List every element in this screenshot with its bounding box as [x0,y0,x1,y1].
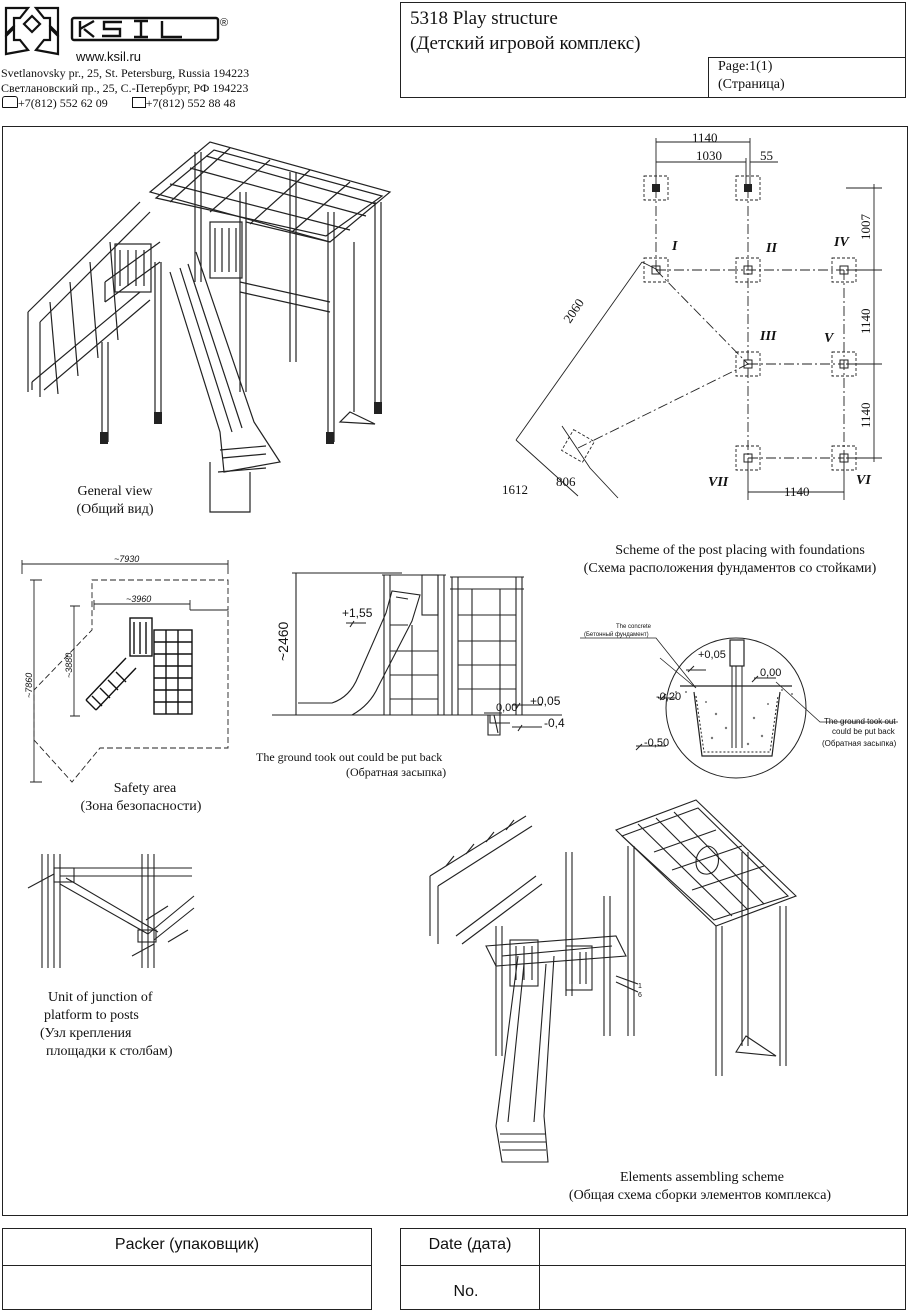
dim-diagonal: 2060 [560,296,587,326]
dim-right-mid: 1140 [858,308,873,334]
dim-top-offset: 55 [760,148,773,163]
dim-right-top: 1007 [858,214,873,241]
number-label: No. [453,1283,479,1300]
side-level-top: +0,05 [530,694,561,708]
post-label-6: VI [856,473,871,488]
foundation-concrete-ru: (Бетонный фундамент) [584,631,649,638]
company-website: www.ksil.ru [76,49,142,64]
address-ru: Светлановский пр., 25, С.-Петербург, РФ … [1,81,249,95]
dim-right-bottom: 1140 [858,402,873,428]
assembly-label-b: 6 [638,992,642,999]
post-label-7: VII [708,475,729,490]
title-block [400,2,906,98]
dim-bottom: 1140 [784,484,810,499]
dim-diag-b: 806 [556,474,576,489]
page-number: Page:1(1) [718,59,773,74]
drawing-frame [2,126,908,1216]
scheme-caption-ru: (Схема расположения фундаментов со стойк… [583,561,877,576]
fax-number: +7(812) 552 88 48 [145,96,236,110]
page-label-ru: (Страница) [718,77,785,92]
phone-number: +7(812) 552 62 09 [18,96,108,110]
junction-line-3: (Узл крепления [40,1026,132,1041]
assembly-caption-ru: (Общая схема сборки элементов комплекса) [568,1188,832,1203]
page-cell [708,57,906,98]
packer-label: Packer (упаковщик) [114,1236,260,1253]
foundation-concrete-en: The concrete [616,624,652,630]
post-scheme-drawing: 1140 1030 55 1007 1140 1140 1140 2060 16… [502,130,882,500]
safety-caption-ru: (Зона безопасности) [80,799,202,814]
dim-top-inner: 1030 [696,148,722,163]
safety-dim-total-w: ~7930 [114,554,139,564]
foundation-backfill-ru: (Обратная засыпка) [822,739,897,748]
doc-title-ru: (Детский игровой комплекс) [410,33,641,54]
foundation-level-bottom: -0,50 [644,737,669,749]
contact-line: +7(812) 552 62 09 +7(812) 552 88 48 [2,96,236,111]
general-view-drawing [27,141,392,513]
general-view-caption-ru: (Общий вид) [76,502,154,517]
fax-icon [131,97,146,108]
assembly-drawing: 1 6 [429,799,798,1163]
junction-line-4: площадки к столбам) [46,1044,173,1059]
phone-icon [2,96,18,108]
company-logo: ® [2,4,232,56]
side-note-en: The ground took out could be put back [256,750,443,764]
side-level-bottom: -0,4 [544,716,565,730]
safety-dim-total-h: ~7860 [24,673,34,698]
junction-line-1: Unit of junction of [48,990,153,1005]
address-en: Svetlanovsky pr., 25, St. Petersburg, Ru… [1,66,250,80]
side-level-platform: +1,55 [342,606,373,620]
safety-caption-en: Safety area [113,781,177,796]
post-label-5: V [824,331,835,346]
foundation-backfill-en1: The ground took out [824,717,896,726]
foundation-level-ground: 0,00 [760,667,781,679]
safety-dim-inner-w: ~3960 [126,594,151,604]
junction-drawing [27,854,195,968]
post-label-1: I [671,239,678,254]
general-view-caption-en: General view [77,484,153,499]
dim-top-total: 1140 [692,130,718,145]
side-view-drawing: ~2460 +1,55 +0,05 0,00 -0,4 [272,572,565,736]
foundation-level-top: +0,05 [698,649,726,661]
dim-diag-a: 1612 [502,482,528,497]
side-dim-height: ~2460 [275,621,291,661]
date-label: Date (дата) [428,1236,512,1253]
foundation-backfill-en2: could be put back [832,727,896,736]
post-label-2: II [765,241,777,256]
side-note-ru: (Обратная засыпка) [346,765,447,779]
junction-line-2: platform to posts [44,1008,139,1023]
foundation-drawing: The concrete (Бетонный фундамент) The gr… [580,624,898,779]
doc-title-en: 5318 Play structure [410,8,558,29]
scheme-caption-en: Scheme of the post placing with foundati… [615,543,865,558]
ksil-emblem-icon: ® [4,6,228,56]
post-label-3: III [759,329,777,344]
foundation-level-mid: -0,20 [656,691,681,703]
packer-divider [2,1228,372,1266]
date-column [400,1228,540,1310]
post-label-4: IV [833,235,850,250]
assembly-label-a: 1 [638,983,642,990]
assembly-caption-en: Elements assembling scheme [619,1170,785,1185]
side-level-ground: 0,00 [496,702,517,714]
safety-area-drawing: ~7930 ~3960 ~7860 ~3880 [21,554,229,783]
safety-dim-inner-h: ~3880 [64,653,74,678]
registered-mark: ® [220,17,228,29]
